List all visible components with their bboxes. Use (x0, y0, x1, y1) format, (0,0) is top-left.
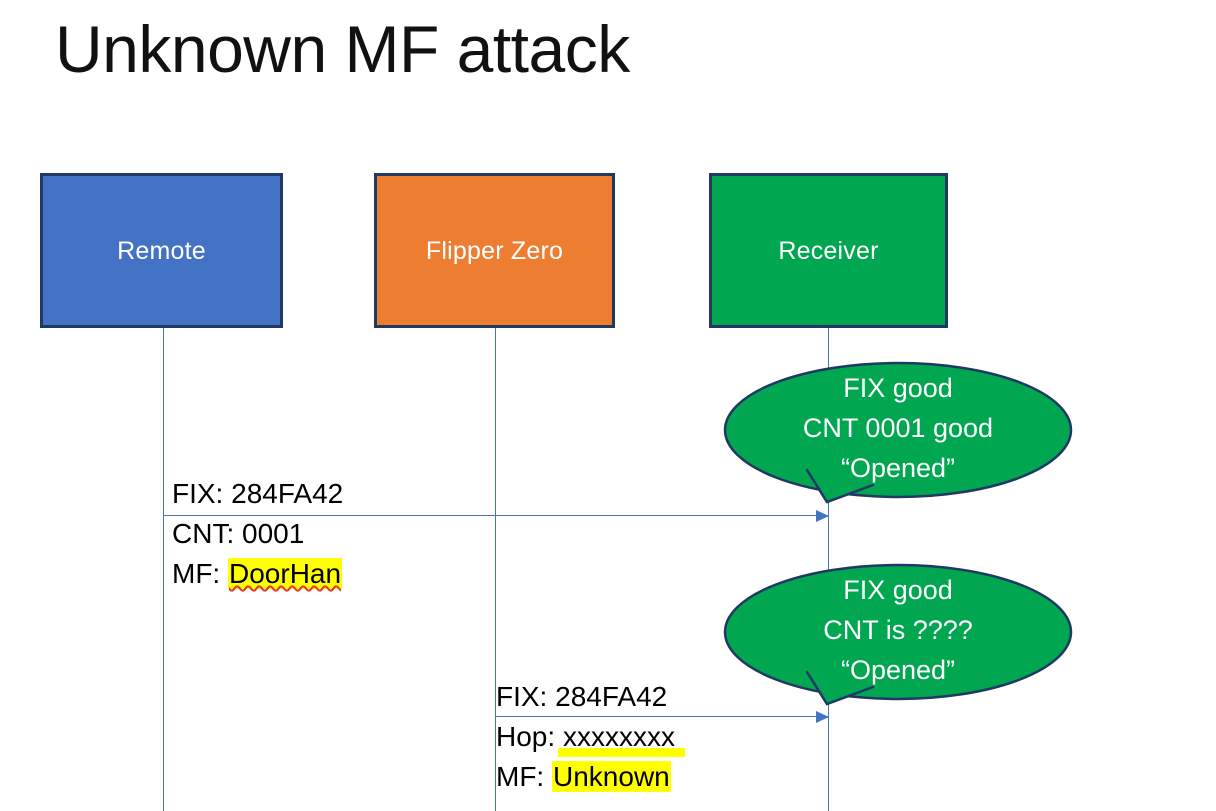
page-title: Unknown MF attack (55, 12, 630, 86)
message-label-remote-to-receiver: FIX: 284FA42 CNT: 0001 MF: DoorHan (172, 474, 343, 594)
message-arrow-flipper-to-receiver (495, 711, 829, 723)
message-line: FIX: 284FA42 (496, 677, 675, 717)
message-line-label: FIX: (172, 478, 232, 509)
callout-second[interactable]: FIX good CNT is ???? “Opened” (723, 562, 1073, 720)
message-line-value-highlighted: Unknown (552, 761, 671, 792)
message-line: CNT: 0001 (172, 514, 343, 554)
actor-box-flipper-zero[interactable]: Flipper Zero (374, 173, 615, 328)
message-line-label: CNT: (172, 518, 242, 549)
message-line: MF: DoorHan (172, 554, 343, 594)
message-line-label: Hop: (496, 721, 563, 752)
message-label-flipper-to-receiver: FIX: 284FA42 Hop: xxxxxxxx MF: Unknown (496, 677, 675, 797)
actor-box-remote[interactable]: Remote (40, 173, 283, 328)
message-line-label: FIX: (496, 681, 556, 712)
arrow-head-icon (816, 510, 829, 522)
actor-box-receiver[interactable]: Receiver (709, 173, 948, 328)
message-line: FIX: 284FA42 (172, 474, 343, 514)
callout-shape-first (723, 361, 1073, 504)
actor-label-receiver: Receiver (778, 236, 879, 265)
message-line-value: xxxxxxxx (562, 721, 675, 752)
lifeline-flipper (495, 328, 496, 811)
arrow-shaft (163, 515, 828, 516)
message-line-value: 0001 (242, 518, 305, 549)
message-line: MF: Unknown (496, 757, 675, 797)
message-line-value: 284FA42 (555, 681, 668, 712)
highlight-sliver (558, 748, 685, 757)
message-line-value: 284FA42 (231, 478, 344, 509)
callout-shape-second (723, 563, 1073, 706)
arrow-shaft (495, 716, 828, 717)
arrow-head-icon (816, 711, 829, 723)
message-line-value-highlighted: DoorHan (228, 558, 343, 589)
callout-first[interactable]: FIX good CNT 0001 good “Opened” (723, 360, 1073, 518)
message-line: Hop: xxxxxxxx (496, 717, 675, 757)
message-arrow-remote-to-receiver (163, 510, 829, 522)
message-line-label: MF: (172, 558, 228, 589)
message-line-label: MF: (496, 761, 552, 792)
actor-label-flipper-zero: Flipper Zero (425, 236, 564, 265)
lifeline-remote (163, 328, 164, 811)
actor-label-remote: Remote (117, 236, 206, 265)
